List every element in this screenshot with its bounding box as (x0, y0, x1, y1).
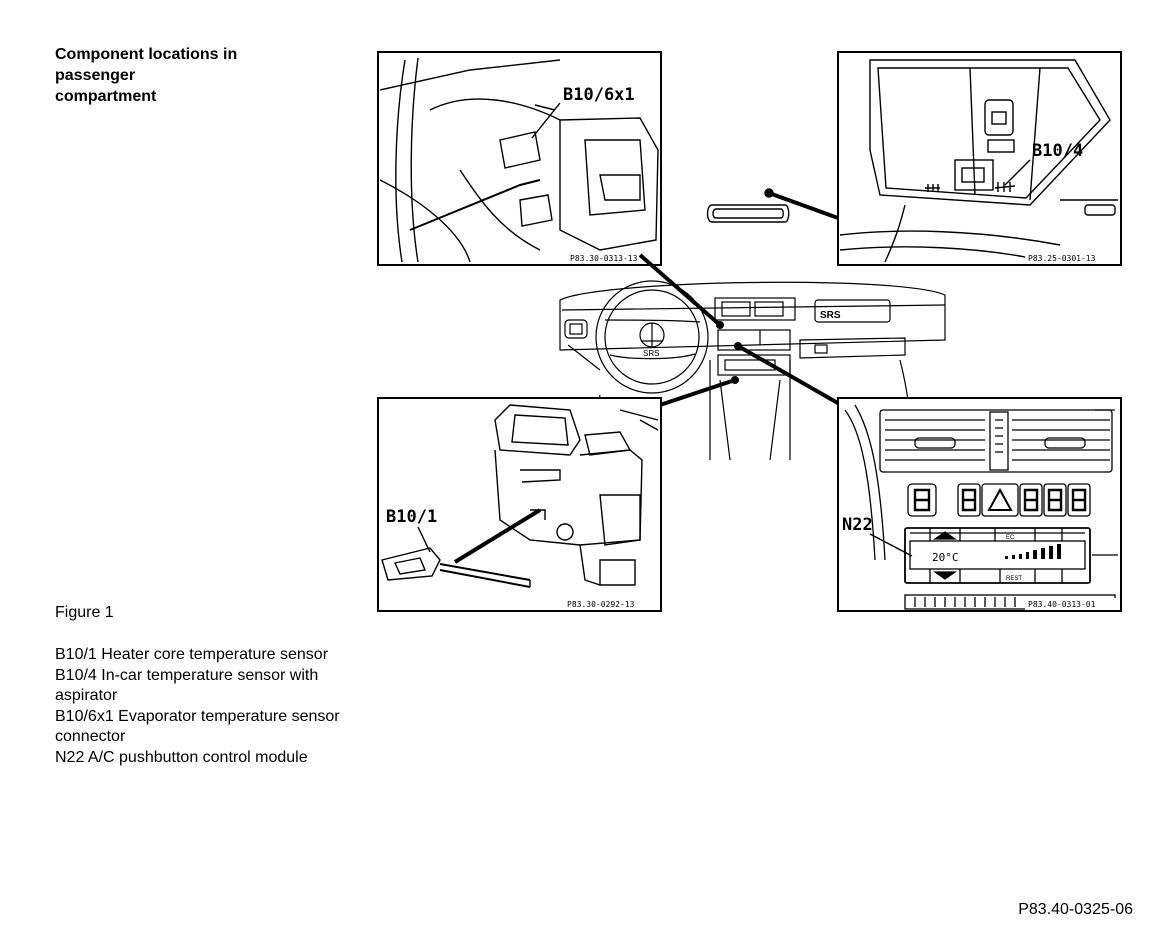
panel-code: P83.30-0292-13 (567, 600, 635, 609)
button-rest: REST (1006, 576, 1022, 582)
panel-code: P83.30-0313-13 (570, 254, 638, 263)
legend: B10/1 Heater core temperature sensor B10… (55, 645, 365, 769)
panel-evaporator-connector: B10/6x1 P83.30-0313-13 (377, 51, 662, 266)
rearview-mirror (706, 188, 839, 223)
wheel-srs-label: SRS (643, 349, 659, 358)
dashboard-overview: SRS SRS (559, 253, 946, 471)
panel-in-car-sensor: B10/4 P83.25-0301-13 (837, 51, 1122, 266)
legend-item: B10/6x1 Evaporator temperature sensor co… (55, 707, 340, 746)
button-ec: EC (1006, 535, 1015, 541)
panel-code: P83.25-0301-13 (1028, 254, 1096, 263)
airbag-srs-label: SRS (820, 310, 841, 321)
legend-item: B10/1 Heater core temperature sensor (55, 646, 329, 663)
panel-ac-control-module: 20°C EC REST N22 P83.40-0313-01 (837, 397, 1122, 612)
legend-item: N22 A/C pushbutton control module (55, 748, 308, 766)
legend-item: B10/4 In-car temperature sensor with asp… (55, 666, 319, 705)
document-code: P83.40-0325-06 (1018, 901, 1133, 918)
panel-code: P83.40-0313-01 (1028, 600, 1096, 609)
callout-b10-4: B10/4 (1032, 141, 1083, 161)
page-title: Component locations in passenger compart… (55, 46, 238, 105)
callout-b10-1: B10/1 (386, 507, 437, 527)
display-temperature: 20°C (932, 551, 959, 564)
callout-n22: N22 (842, 515, 873, 535)
panel-heater-sensor: B10/1 P83.30-0292-13 (377, 397, 662, 612)
callout-b10-6x1: B10/6x1 (563, 85, 635, 105)
figure-label: Figure 1 (55, 604, 114, 621)
